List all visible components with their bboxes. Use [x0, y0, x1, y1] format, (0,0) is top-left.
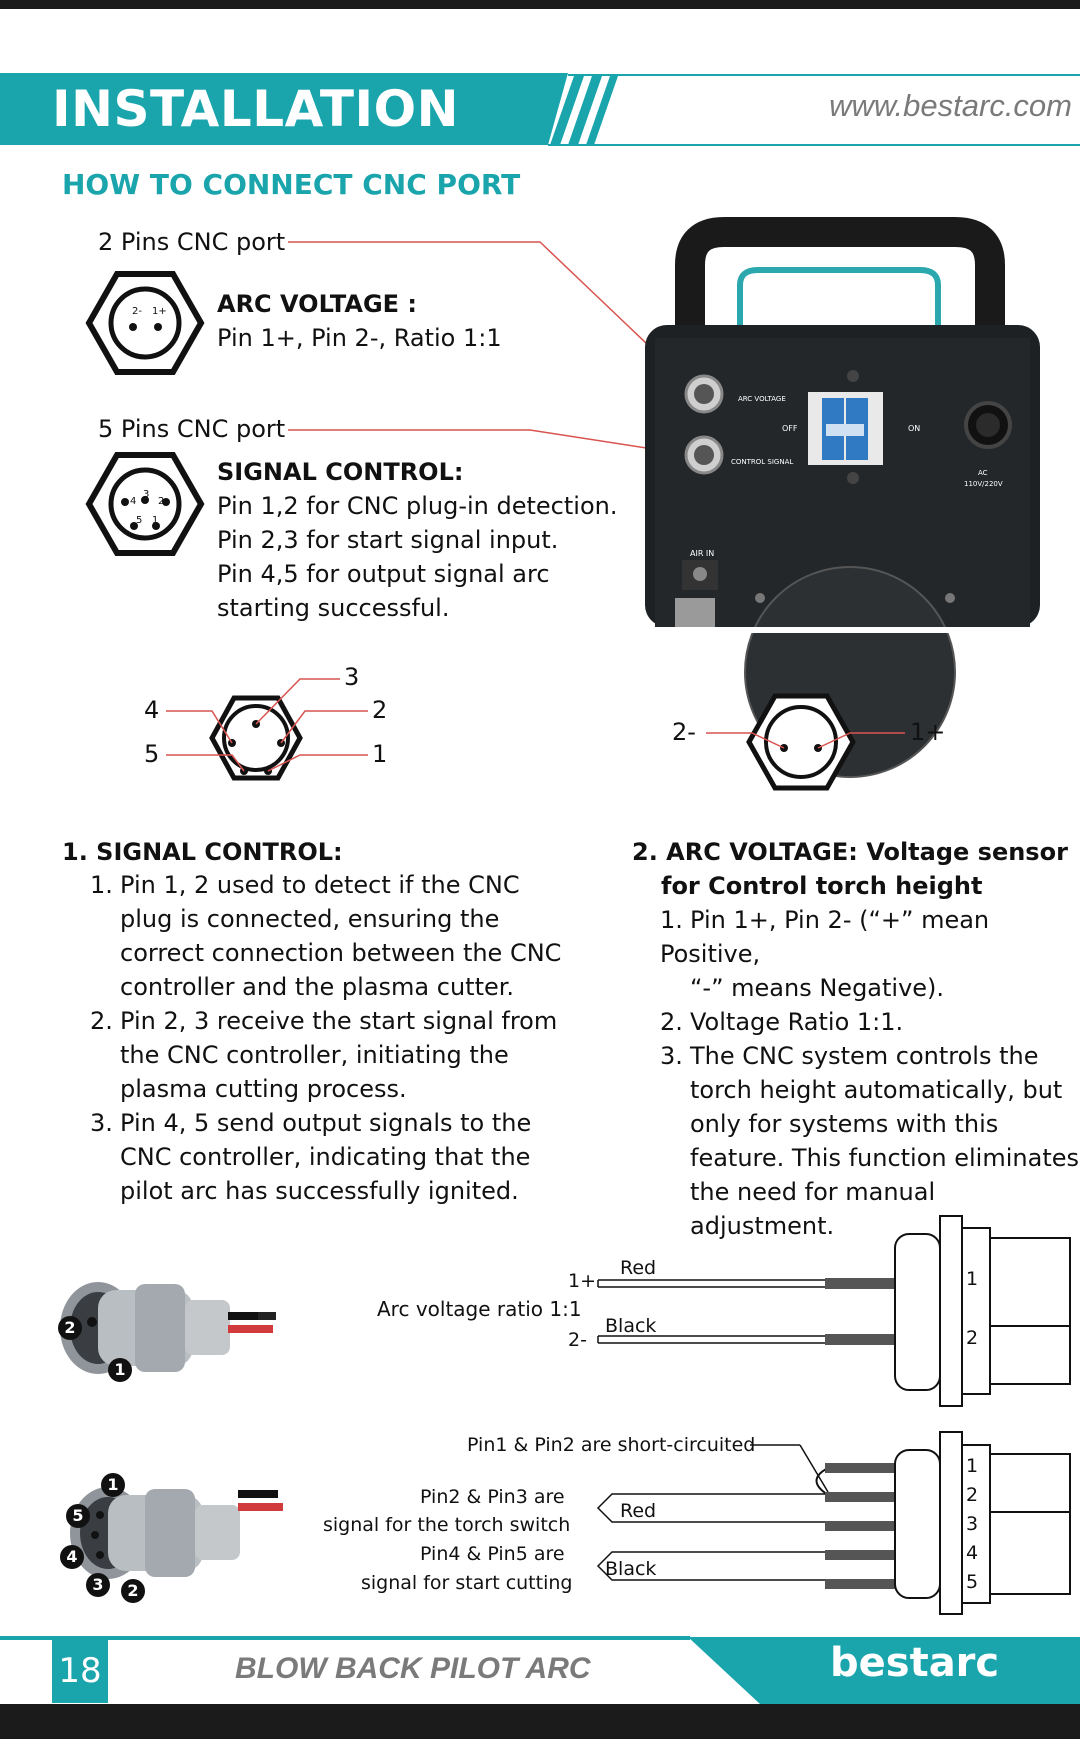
signal-list-item: 1.Pin 1, 2 used to detect if the CNC plu…: [90, 871, 562, 1205]
two-pin-icon-label-2: 2-: [132, 306, 142, 317]
diagram-pin-5: 5: [144, 740, 160, 768]
arc-list-item: 1.Pin 1+, Pin 2- (“+” mean Positive, “-”…: [660, 906, 1079, 1240]
signal-control-line: Pin 1,2 for CNC plug-in detection.: [217, 492, 618, 520]
five-pin-icon-label-3: 3: [143, 489, 150, 500]
plug-pin-bullet-5: 5: [66, 1504, 90, 1528]
plug-pin-bullet-2: 2: [58, 1316, 82, 1340]
website-url: www.bestarc.com: [829, 88, 1072, 123]
signal-control-line: Pin 4,5 for output signal arc: [217, 560, 550, 588]
signal-control-line: Pin 2,3 for start signal input.: [217, 526, 559, 554]
terminal-1-label: 1: [966, 1268, 979, 1290]
bottom-bar: [0, 1704, 1080, 1739]
section-title: HOW TO CONNECT CNC PORT: [62, 168, 521, 201]
machine-control-signal-label: CONTROL SIGNAL: [731, 458, 794, 466]
torch-switch-note-2: signal for the torch switch: [323, 1514, 571, 1536]
plug-pin-bullet-4: 4: [60, 1545, 84, 1569]
terminal-2-label: 2: [966, 1327, 979, 1349]
arc-list-heading-2: for Control torch height: [661, 872, 983, 900]
five-pin-label: 5 Pins CNC port: [98, 415, 286, 443]
footer-brand-band: [688, 1637, 1080, 1704]
plug-pin-bullet-1: 1: [101, 1473, 125, 1497]
plug-pin-bullet-1: 1: [108, 1358, 132, 1382]
signal-control-heading: SIGNAL CONTROL:: [217, 458, 464, 486]
plug-pin-bullet-2: 2: [121, 1579, 145, 1603]
diagram-pin-2-minus: 2-: [672, 718, 696, 746]
five-pin-pinout-diagram: [166, 678, 368, 781]
short-circuit-note: Pin1 & Pin2 are short-circuited: [467, 1434, 756, 1456]
terminal-2-label: 2: [966, 1484, 979, 1506]
five-pin-plug-illustration: [70, 1487, 283, 1579]
two-pin-icon-label-1: 1+: [152, 306, 167, 317]
wiring-plus-label: 1+: [568, 1270, 597, 1292]
terminal-5-label: 5: [966, 1571, 979, 1593]
machine-arc-voltage-label: ARC VOLTAGE: [738, 395, 786, 403]
machine-ac-label: AC: [978, 469, 988, 477]
plug-pin-bullet-3: 3: [86, 1573, 110, 1597]
start-cutting-note-1: Pin4 & Pin5 are: [420, 1543, 565, 1565]
plasma-cutter-illustration: [640, 217, 1050, 778]
wire-red-label: Red: [620, 1500, 657, 1522]
five-pin-pointer-line: [288, 429, 686, 455]
five-pin-icon-label-5: 5: [136, 515, 143, 526]
five-pin-icon-label-4: 4: [130, 496, 137, 507]
torch-switch-note-1: Pin2 & Pin3 are: [420, 1486, 565, 1508]
five-pin-connector-icon: [85, 452, 205, 556]
two-pin-pinout-diagram: [706, 693, 905, 791]
two-pin-plug-illustration: [60, 1282, 276, 1374]
terminal-1-label: 1: [966, 1455, 979, 1477]
signal-list-heading: 1. SIGNAL CONTROL:: [62, 838, 343, 866]
arc-list-heading: 2. ARC VOLTAGE: Voltage sensor: [632, 838, 1068, 866]
start-cutting-note-2: signal for start cutting: [361, 1572, 573, 1594]
brand-logo: bestarc: [830, 1640, 1000, 1686]
arc-voltage-heading: ARC VOLTAGE :: [217, 290, 418, 318]
wiring-minus-label: 2-: [568, 1329, 587, 1351]
page-number: 18: [52, 1639, 108, 1703]
five-pin-icon-label-2: 2: [158, 496, 165, 507]
product-name: BLOW BACK PILOT ARC: [235, 1652, 591, 1685]
arc-voltage-desc: Pin 1+, Pin 2-, Ratio 1:1: [217, 324, 502, 352]
wire-red-label: Red: [620, 1257, 657, 1279]
machine-off-label: OFF: [782, 424, 798, 433]
diagram-pin-1: 1: [372, 740, 388, 768]
machine-on-label: ON: [908, 424, 921, 433]
two-pin-wiring-schematic: [597, 1215, 1071, 1407]
diagram-pin-1-plus: 1+: [910, 718, 946, 746]
header-stripe: [550, 76, 584, 145]
diagram-pin-4: 4: [144, 696, 160, 724]
two-pin-pointer-line: [288, 241, 691, 386]
terminal-4-label: 4: [966, 1542, 979, 1564]
header-band: [0, 73, 568, 145]
five-pin-wiring-schematic: [596, 1431, 1071, 1615]
page-title: INSTALLATION: [52, 80, 459, 138]
two-pin-label: 2 Pins CNC port: [98, 228, 286, 256]
five-pin-icon-label-1: 1: [152, 515, 159, 526]
wire-black-label: Black: [605, 1315, 657, 1337]
diagram-pin-2: 2: [372, 696, 388, 724]
machine-ac-voltage-label: 110V/220V: [964, 480, 1003, 488]
arc-voltage-ratio-caption: Arc voltage ratio 1:1: [377, 1297, 582, 1321]
top-bar: [0, 0, 1080, 9]
two-pin-connector-icon: [85, 271, 205, 375]
diagram-pin-3: 3: [344, 663, 360, 691]
wire-black-label: Black: [605, 1558, 657, 1580]
machine-air-in-label: AIR IN: [690, 549, 715, 558]
terminal-3-label: 3: [966, 1513, 979, 1535]
signal-control-line: starting successful.: [217, 594, 450, 622]
